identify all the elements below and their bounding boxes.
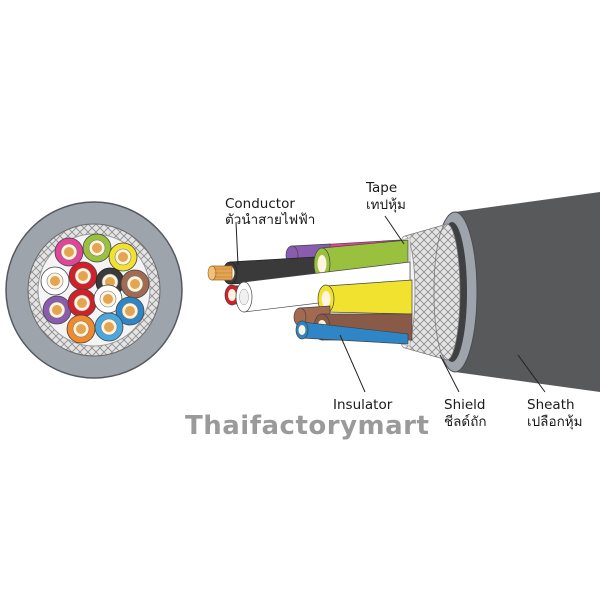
label-conductor-en: Conductor	[225, 196, 295, 212]
leader-lines	[235, 215, 546, 393]
cross-section-core	[40, 266, 70, 296]
label-shield-en: Shield	[444, 397, 486, 413]
core-blue	[295, 320, 409, 345]
cross-section-core	[115, 296, 145, 326]
sheath-body	[455, 192, 600, 392]
cross-section-core	[93, 284, 123, 314]
label-sheath-en: Sheath	[527, 397, 575, 413]
label-insulator-en: Insulator	[333, 397, 393, 413]
label-tape-en: Tape	[365, 180, 397, 196]
watermark-logo: Thaifactorymart	[185, 411, 429, 441]
cross-section-core	[82, 233, 112, 263]
label-sheath-th: เปลือกหุ้ม	[527, 414, 583, 430]
cross-section-core	[68, 261, 98, 291]
leader-sheath	[517, 354, 546, 393]
leader-shield	[439, 354, 460, 393]
cable-longitudinal	[207, 192, 600, 392]
label-conductor-th: ตัวนำสายไฟฟ้า	[225, 212, 315, 228]
cross-section-core	[54, 237, 84, 267]
cross-section-core	[120, 269, 150, 299]
label-tape-th: เทปหุ้ม	[366, 197, 406, 213]
conductor-copper	[207, 265, 233, 281]
leader-conductor	[235, 221, 239, 266]
leader-insulator	[339, 334, 366, 393]
cable-cross-section	[5, 201, 183, 379]
cross-section-core	[67, 288, 97, 318]
leader-tape	[384, 215, 405, 245]
cross-section-core	[42, 295, 72, 325]
cross-section-core	[66, 314, 96, 344]
cross-section-core	[108, 242, 138, 272]
cross-section-core	[94, 312, 124, 342]
label-shield-th: ชีลด์ถัก	[444, 413, 487, 430]
